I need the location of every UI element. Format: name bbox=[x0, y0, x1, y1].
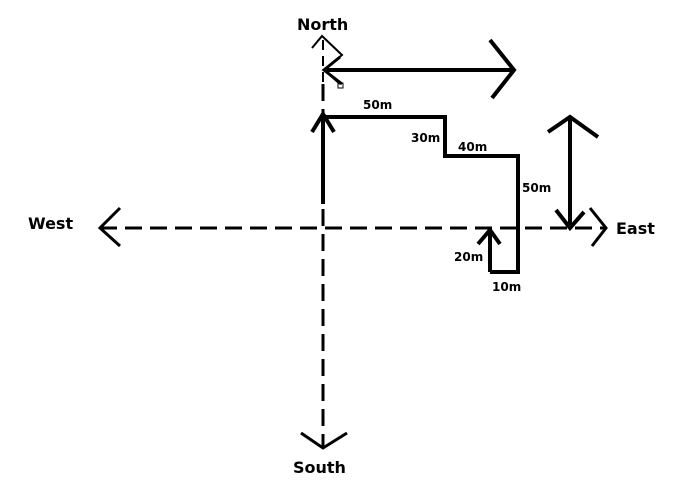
west-arrowhead bbox=[97, 206, 122, 248]
horizontal-displacement-right-head bbox=[488, 38, 517, 100]
start-up-arrowhead bbox=[476, 226, 502, 246]
south-label: South bbox=[293, 458, 346, 477]
segment-label-40m: 40m bbox=[458, 140, 487, 154]
segment-label-30m: 30m bbox=[411, 131, 440, 145]
horizontal-displacement-left-head bbox=[321, 55, 343, 86]
path-up-arrowhead bbox=[310, 110, 336, 134]
vertical-displacement-bottom-head bbox=[554, 208, 586, 232]
south-arrowhead bbox=[300, 431, 348, 450]
vertical-displacement-top-head bbox=[546, 114, 600, 139]
segment-label-20m: 20m bbox=[454, 250, 483, 264]
east-label: East bbox=[616, 219, 655, 238]
west-label: West bbox=[28, 214, 73, 233]
east-arrowhead bbox=[588, 207, 608, 247]
segment-label-10m: 10m bbox=[492, 280, 521, 294]
segment-label-50m-top: 50m bbox=[363, 98, 392, 112]
segment-label-50m-right: 50m bbox=[522, 181, 551, 195]
north-label: North bbox=[297, 15, 348, 34]
